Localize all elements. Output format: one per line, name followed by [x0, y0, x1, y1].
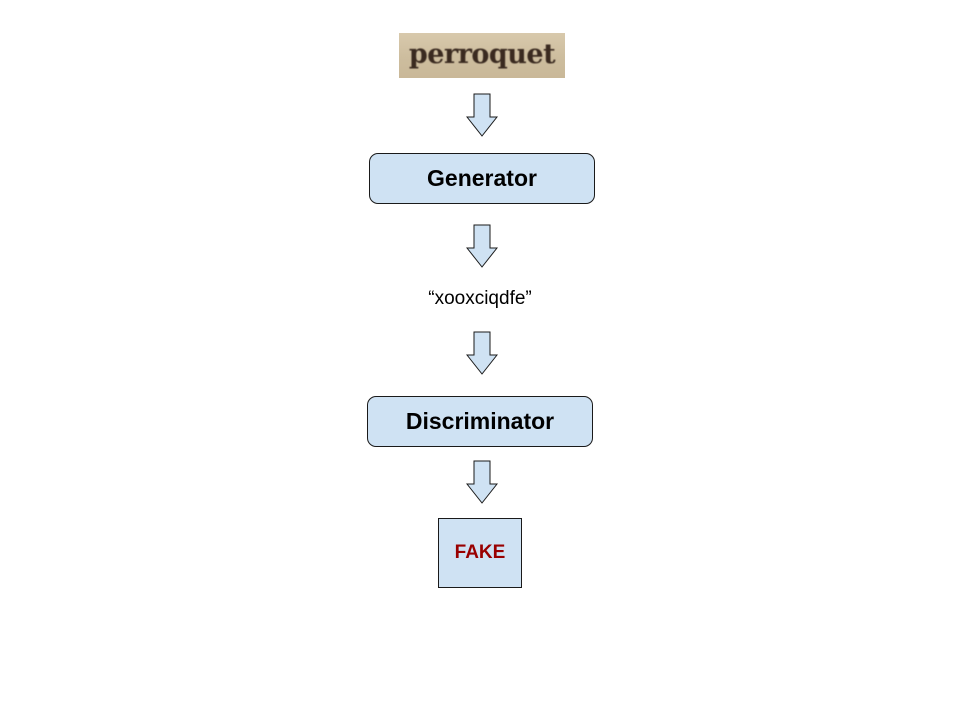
- generator-box: Generator: [369, 153, 595, 204]
- generated-text: “xooxciqdfe”: [428, 288, 532, 309]
- arrow-down-icon: [466, 93, 498, 137]
- verdict-box: FAKE: [438, 518, 522, 588]
- arrow-down-icon: [466, 331, 498, 375]
- arrow-down-icon: [466, 460, 498, 504]
- discriminator-label: Discriminator: [405, 408, 555, 434]
- generator-label: Generator: [427, 165, 537, 191]
- captcha-input-image: perroquet: [399, 33, 565, 78]
- discriminator-box: Discriminator: [367, 396, 593, 447]
- captcha-text: perroquet: [408, 39, 556, 70]
- arrow-down-icon: [466, 224, 498, 268]
- verdict-label: FAKE: [454, 542, 506, 563]
